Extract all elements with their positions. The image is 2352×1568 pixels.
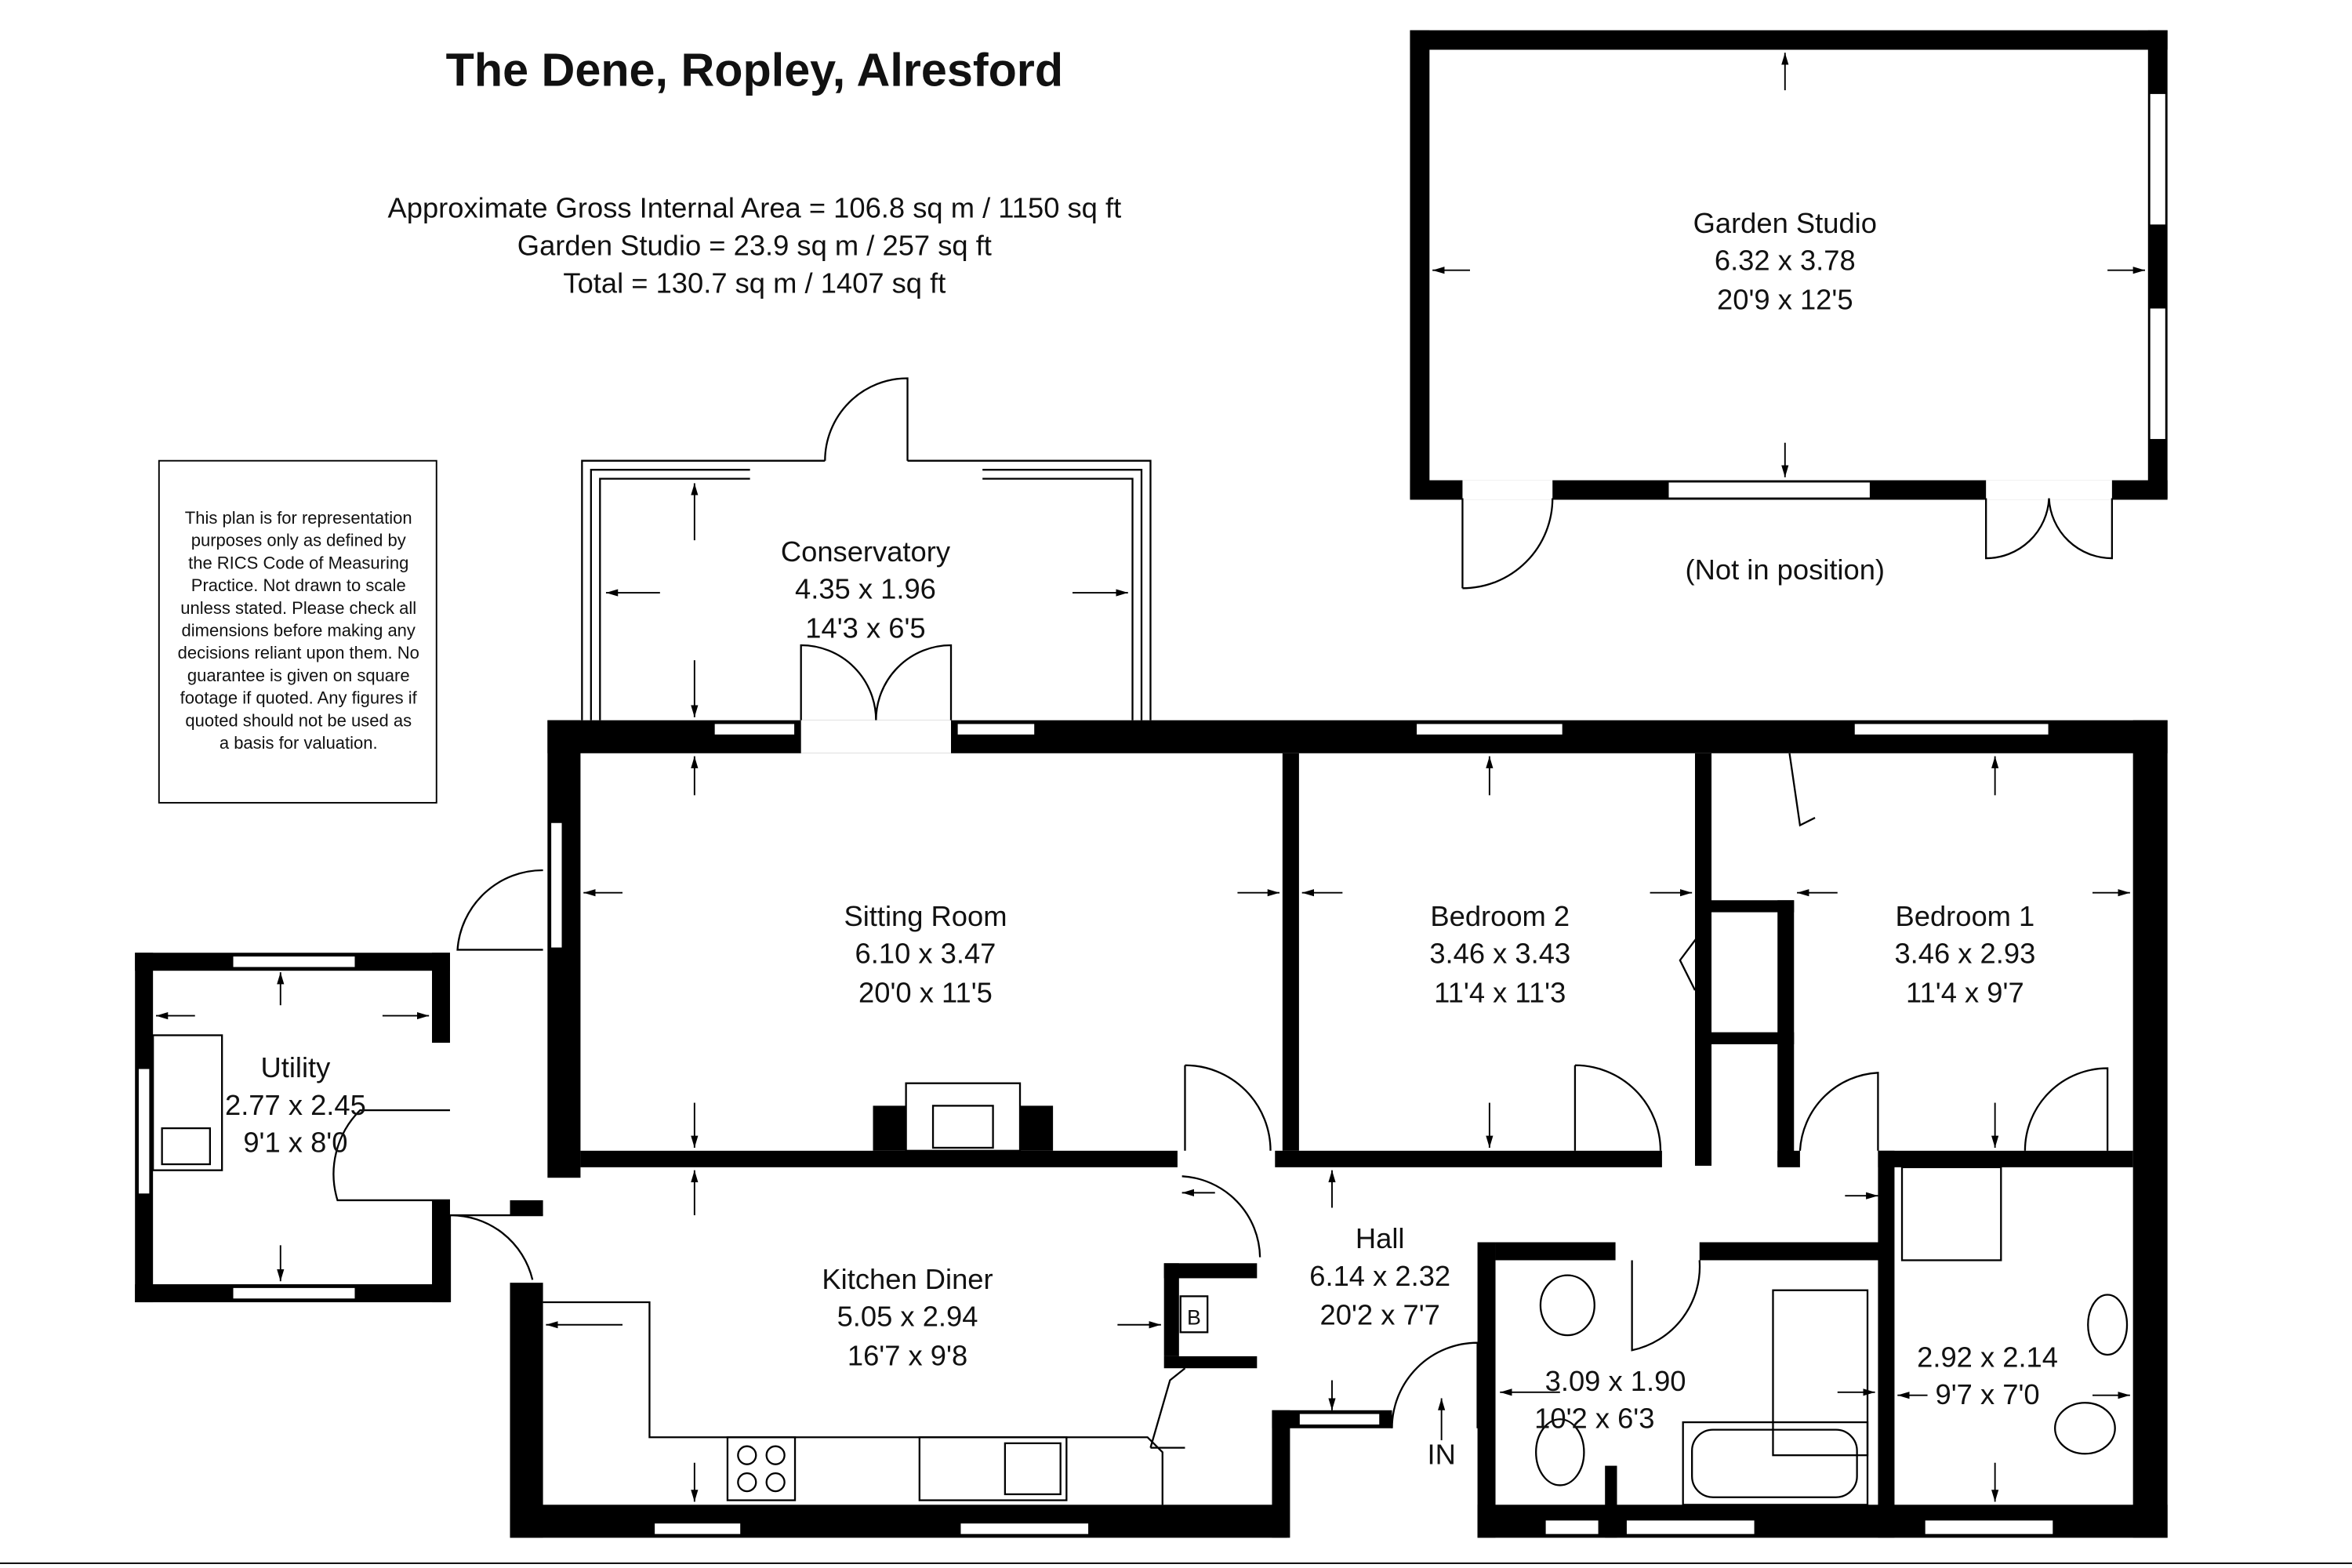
shower-icon bbox=[1900, 1166, 2002, 1261]
sitting-room: Sitting Room 6.10 x 3.47 20'0 x 11'5 bbox=[583, 756, 1280, 1148]
hob-icon bbox=[726, 1436, 797, 1501]
room-metric: 2.77 x 2.45 bbox=[225, 1089, 366, 1121]
disclaimer-line: the RICS Code of Measuring bbox=[188, 553, 408, 572]
room-name: Sitting Room bbox=[844, 900, 1007, 932]
room-imperial: 11'4 x 11'3 bbox=[1434, 976, 1566, 1008]
disclaimer-line: guarantee is given on square bbox=[187, 666, 410, 685]
room-metric: 2.92 x 2.14 bbox=[1917, 1341, 2058, 1373]
room-metric: 3.46 x 3.43 bbox=[1429, 938, 1570, 970]
garden-studio: Garden Studio 6.32 x 3.78 20'9 x 12'5 (N… bbox=[1410, 30, 2168, 590]
disclaimer-line: purposes only as defined by bbox=[191, 531, 406, 550]
entrance-label: IN bbox=[1427, 1439, 1455, 1471]
room-imperial: 20'9 x 12'5 bbox=[1717, 283, 1853, 315]
disclaimer-line: unless stated. Please check all bbox=[180, 598, 416, 618]
bedroom-2: Bedroom 2 3.46 x 3.43 11'4 x 11'3 bbox=[1301, 756, 1693, 1148]
gross-area: Approximate Gross Internal Area = 106.8 … bbox=[388, 192, 1122, 224]
room-imperial: 11'4 x 9'7 bbox=[1906, 976, 2024, 1008]
shower-icon bbox=[1772, 1289, 1869, 1457]
room-name: Garden Studio bbox=[1693, 207, 1877, 239]
room-imperial: 10'2 x 6'3 bbox=[1534, 1403, 1654, 1435]
disclaimer-line: Practice. Not drawn to scale bbox=[191, 575, 406, 595]
room-metric: 3.09 x 1.90 bbox=[1545, 1365, 1686, 1397]
room-name: Hall bbox=[1356, 1222, 1405, 1254]
disclaimer-line: decisions reliant upon them. No bbox=[178, 643, 419, 662]
disclaimer-line: quoted should not be used as bbox=[185, 710, 412, 730]
boiler-label: B bbox=[1187, 1306, 1201, 1330]
room-imperial: 20'0 x 11'5 bbox=[858, 976, 993, 1008]
disclaimer-line: dimensions before making any bbox=[182, 621, 416, 641]
disclaimer-line: This plan is for representation bbox=[185, 508, 412, 528]
ensuite: 2.92 x 2.14 9'7 x 7'0 bbox=[1897, 1166, 2130, 1502]
room-metric: 6.10 x 3.47 bbox=[855, 938, 996, 970]
room-metric: 4.35 x 1.96 bbox=[795, 573, 936, 605]
room-metric: 6.32 x 3.78 bbox=[1715, 245, 1856, 277]
room-name: Bedroom 1 bbox=[1895, 900, 2034, 932]
conservatory: Conservatory 4.35 x 1.96 14'3 x 6'5 bbox=[581, 377, 1152, 720]
room-name: Conservatory bbox=[781, 535, 951, 568]
studio-area: Garden Studio = 23.9 sq m / 257 sq ft bbox=[517, 230, 992, 262]
plan-title: The Dene, Ropley, Alresford bbox=[446, 43, 1063, 96]
room-imperial: 9'7 x 7'0 bbox=[1936, 1378, 2040, 1410]
boiler bbox=[1179, 1295, 1209, 1334]
room-metric: 5.05 x 2.94 bbox=[837, 1301, 978, 1333]
room-imperial: 16'7 x 9'8 bbox=[848, 1339, 967, 1371]
bath-icon bbox=[1682, 1421, 1869, 1506]
room-imperial: 9'1 x 8'0 bbox=[243, 1127, 347, 1159]
toilet-icon bbox=[1535, 1418, 1585, 1486]
basin-icon bbox=[2087, 1294, 2129, 1356]
basin-icon bbox=[1539, 1274, 1595, 1337]
bedroom-1: Bedroom 1 3.46 x 2.93 11'4 x 9'7 bbox=[1797, 756, 2130, 1148]
not-in-position-note: (Not in position) bbox=[1686, 554, 1886, 586]
room-imperial: 14'3 x 6'5 bbox=[805, 612, 925, 644]
room-name: Utility bbox=[260, 1051, 331, 1083]
room-name: Bedroom 2 bbox=[1430, 900, 1570, 932]
disclaimer-line: a basis for valuation. bbox=[220, 733, 378, 753]
room-name: Kitchen Diner bbox=[822, 1263, 993, 1295]
disclaimer-line: footage if quoted. Any figures if bbox=[180, 688, 418, 708]
bathroom: 3.09 x 1.90 10'2 x 6'3 bbox=[1500, 1274, 1875, 1506]
doors bbox=[448, 753, 2109, 1449]
utility-room: Utility 2.77 x 2.45 9'1 x 8'0 bbox=[135, 953, 450, 1303]
room-imperial: 20'2 x 7'7 bbox=[1320, 1299, 1440, 1331]
toilet-icon bbox=[2054, 1402, 2116, 1455]
kitchen-diner: B Kitchen Diner 5.05 x 2.94 16'7 x 9'8 bbox=[543, 1170, 1209, 1505]
disclaimer-box: This plan is for representation purposes… bbox=[158, 459, 437, 804]
room-metric: 6.14 x 2.32 bbox=[1309, 1260, 1450, 1292]
hall: Hall 6.14 x 2.32 20'2 x 7'7 IN bbox=[1181, 1170, 1878, 1471]
total-area: Total = 130.7 sq m / 1407 sq ft bbox=[563, 267, 946, 299]
sink-icon bbox=[918, 1436, 1068, 1501]
room-metric: 3.46 x 2.93 bbox=[1894, 938, 2035, 970]
main-house-walls bbox=[510, 720, 2168, 1538]
